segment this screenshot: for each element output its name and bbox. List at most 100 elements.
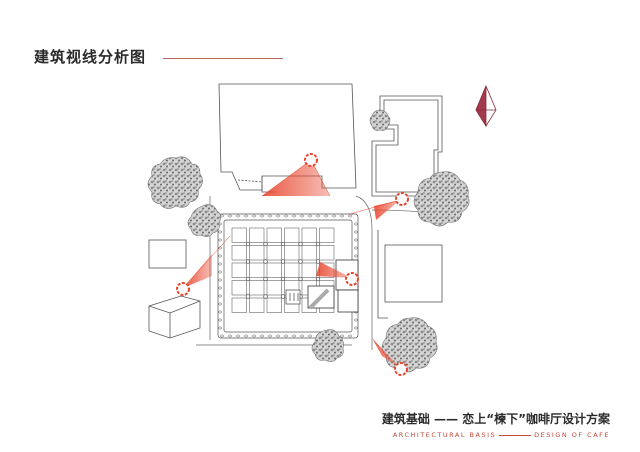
perimeter-marker xyxy=(268,334,272,338)
grid-node xyxy=(280,259,286,264)
perimeter-marker xyxy=(218,270,222,274)
perimeter-marker xyxy=(308,334,312,338)
grid-node xyxy=(315,241,321,247)
perimeter-marker xyxy=(218,238,222,242)
grid-cell xyxy=(319,245,335,261)
perimeter-marker xyxy=(218,262,222,266)
perimeter-marker xyxy=(354,238,358,242)
grid-node xyxy=(263,259,268,264)
grid-node xyxy=(245,294,251,299)
grid-node xyxy=(298,259,303,264)
perimeter-marker xyxy=(308,214,312,218)
perimeter-marker xyxy=(354,326,358,330)
grid-cell xyxy=(266,280,282,296)
perimeter-marker xyxy=(218,302,222,306)
perimeter-marker xyxy=(220,334,224,338)
grid-cell xyxy=(301,227,317,243)
perimeter-marker xyxy=(340,214,344,218)
perimeter-marker xyxy=(260,214,264,218)
perimeter-marker xyxy=(354,254,358,258)
perimeter-marker xyxy=(348,214,352,218)
perimeter-marker xyxy=(284,334,288,338)
perimeter-marker xyxy=(268,214,272,218)
grid-cell xyxy=(266,262,282,278)
perimeter-marker xyxy=(260,334,264,338)
perimeter-marker xyxy=(332,214,336,218)
grid-cells xyxy=(231,227,335,313)
tree-icon xyxy=(187,204,221,237)
grid-cell xyxy=(249,280,265,296)
eye-viewpoint-icon xyxy=(304,153,318,167)
grid-node xyxy=(315,259,321,264)
footer-subtitle-right: DESIGN OF CAFE xyxy=(534,431,610,439)
footer-subtitle-left: ARCHITECTURAL BASIS xyxy=(392,431,497,439)
perimeter-marker xyxy=(354,246,358,250)
perimeter-marker xyxy=(252,334,256,338)
grid-cell xyxy=(266,245,282,261)
grid-node xyxy=(263,294,268,299)
grid-node xyxy=(263,241,268,247)
tree-icon xyxy=(413,171,470,227)
perimeter-marker xyxy=(252,214,256,218)
perimeter-marker xyxy=(228,214,232,218)
perimeter-marker xyxy=(354,318,358,322)
grid-cell xyxy=(284,245,300,261)
grid-cell xyxy=(231,297,247,313)
perimeter-marker xyxy=(348,334,352,338)
footer-title: 建筑基础 —— 恋上“楝下”咖啡厅设计方案 xyxy=(381,412,610,426)
perimeter-marker xyxy=(218,294,222,298)
footer-dash xyxy=(499,434,532,436)
eye-viewpoint-icon xyxy=(395,192,409,206)
perimeter-marker xyxy=(218,278,222,282)
perimeter-marker xyxy=(300,334,304,338)
grid-node xyxy=(315,276,321,282)
title-rule xyxy=(163,58,283,59)
building-east-north xyxy=(371,95,443,197)
grid-cell xyxy=(249,297,265,313)
grid-cell xyxy=(301,245,317,261)
grid-node xyxy=(263,276,268,282)
grid-node xyxy=(245,259,251,264)
grid-cell xyxy=(266,227,282,243)
perimeter-marker xyxy=(218,230,222,234)
grid-node xyxy=(280,241,286,247)
grid-cell xyxy=(231,227,247,243)
grid-node xyxy=(298,276,303,282)
grid-cell xyxy=(284,262,300,278)
perimeter-marker xyxy=(218,326,222,330)
perimeter-marker xyxy=(236,334,240,338)
grid-cell xyxy=(231,262,247,278)
perimeter-marker xyxy=(218,318,222,322)
perimeter-marker xyxy=(228,334,232,338)
eye-viewpoint-icon xyxy=(345,272,359,286)
grid-cell xyxy=(266,297,282,313)
perimeter-marker xyxy=(340,334,344,338)
grid-node xyxy=(245,276,251,282)
grid-cell xyxy=(231,280,247,296)
viewpoints xyxy=(176,153,409,376)
grid-cell xyxy=(249,262,265,278)
footer-subtitle: ARCHITECTURAL BASIS DESIGN OF CAFE xyxy=(393,431,610,439)
perimeter-marker xyxy=(292,214,296,218)
grid-cell xyxy=(231,245,247,261)
tree-icon xyxy=(381,317,438,373)
page-title: 建筑视线分析图 xyxy=(34,48,147,66)
perimeter-marker xyxy=(218,254,222,258)
cafe-building xyxy=(285,259,359,313)
grid-cell xyxy=(249,227,265,243)
perimeter-marker xyxy=(316,214,320,218)
building-east-south xyxy=(377,230,443,319)
building-west xyxy=(148,239,201,339)
perimeter-marker xyxy=(244,334,248,338)
perimeter-marker xyxy=(300,214,304,218)
grid-cell xyxy=(301,262,317,278)
grid-cell xyxy=(284,227,300,243)
perimeter-marker xyxy=(324,214,328,218)
perimeter-marker xyxy=(354,222,358,226)
grid-node xyxy=(280,276,286,282)
tree-icon xyxy=(369,109,391,131)
perimeter-marker xyxy=(236,214,240,218)
perimeter-marker xyxy=(218,286,222,290)
grid-node xyxy=(298,241,303,247)
